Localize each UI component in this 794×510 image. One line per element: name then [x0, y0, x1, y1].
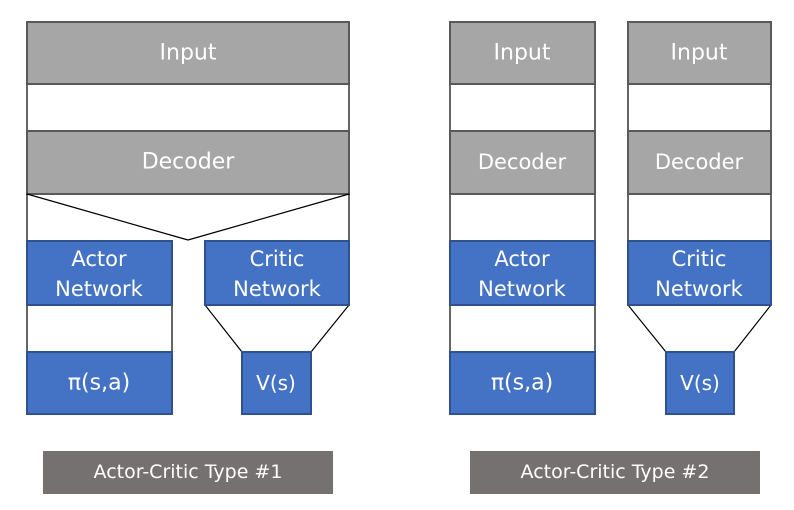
type2-actor-network-output-connector: [449, 304, 596, 353]
type1-critic-output-connector: [203, 304, 351, 353]
type1-caption-box: [43, 451, 333, 494]
type1-caption: Actor-Critic Type #1: [94, 461, 283, 483]
type2-critic-network-line2: Network: [655, 277, 744, 301]
type1-critic-network-line1: Critic: [250, 247, 305, 271]
type2-actor-output-box: [449, 351, 596, 415]
type2-actor-input-label: Input: [494, 41, 551, 66]
type2-caption: Actor-Critic Type #2: [521, 461, 710, 483]
type2-critic-decoder-network-connector: [627, 193, 772, 242]
type2-policy-label: π(s,a): [491, 371, 553, 396]
type2-actor-network-box: [449, 240, 596, 306]
type2-actor-input-box: [449, 21, 596, 85]
type1-critic-network-line2: Network: [233, 277, 322, 301]
type2-critic-decoder-label: Decoder: [655, 150, 744, 174]
type1-policy-output-box: [26, 351, 173, 415]
type2-actor-network-line2: Network: [478, 277, 567, 301]
type1-input-box: [26, 21, 350, 85]
type1-value-label: V(s): [256, 371, 296, 395]
type2-critic-branch: Input Decoder Critic Network V(s): [626, 21, 773, 415]
type2-actor-decoder-label: Decoder: [478, 150, 567, 174]
type2-caption-box: [470, 451, 760, 494]
type1-actor-network-line2: Network: [55, 277, 144, 301]
type1-actor-output-connector: [26, 304, 173, 353]
type2-actor-decoder-box: [449, 130, 596, 195]
type1-actor-network-box: [26, 240, 173, 306]
type2-actor-input-decoder-connector: [449, 83, 596, 132]
type1-actor-network-line1: Actor: [71, 247, 127, 271]
type2-actor-branch: Input Decoder Actor Network π(s,a): [449, 21, 596, 415]
type2-critic-decoder-box: [627, 130, 772, 195]
type1-value-output-box: [241, 351, 312, 415]
type1-shared-connector-right: [187, 193, 350, 241]
type2-critic-input-decoder-connector: [627, 83, 772, 132]
type2-actor-decoder-network-connector: [449, 193, 596, 242]
type1-decoder-box: [26, 130, 350, 195]
type2-actor-network-line1: Actor: [494, 247, 550, 271]
type1-input-decoder-connector: [26, 83, 350, 132]
type2-critic-input-label: Input: [671, 41, 728, 66]
type1-policy-label: π(s,a): [68, 371, 130, 396]
type2-critic-network-box: [627, 240, 772, 306]
type1-input-label: Input: [160, 41, 217, 66]
type2-value-label: V(s): [680, 371, 720, 395]
type1-critic-network-box: [204, 240, 350, 306]
type2-diagram: Input Decoder Actor Network π(s,a) Input…: [449, 21, 773, 494]
type1-diagram: Input Decoder Actor Network Critic Netwo…: [26, 21, 351, 494]
type1-shared-connector-left: [26, 193, 189, 241]
type2-critic-output-box: [665, 351, 735, 415]
type2-critic-network-output-connector: [626, 304, 773, 353]
type1-decoder-label: Decoder: [142, 150, 236, 175]
type2-critic-network-line1: Critic: [672, 247, 727, 271]
type2-critic-input-box: [627, 21, 772, 85]
